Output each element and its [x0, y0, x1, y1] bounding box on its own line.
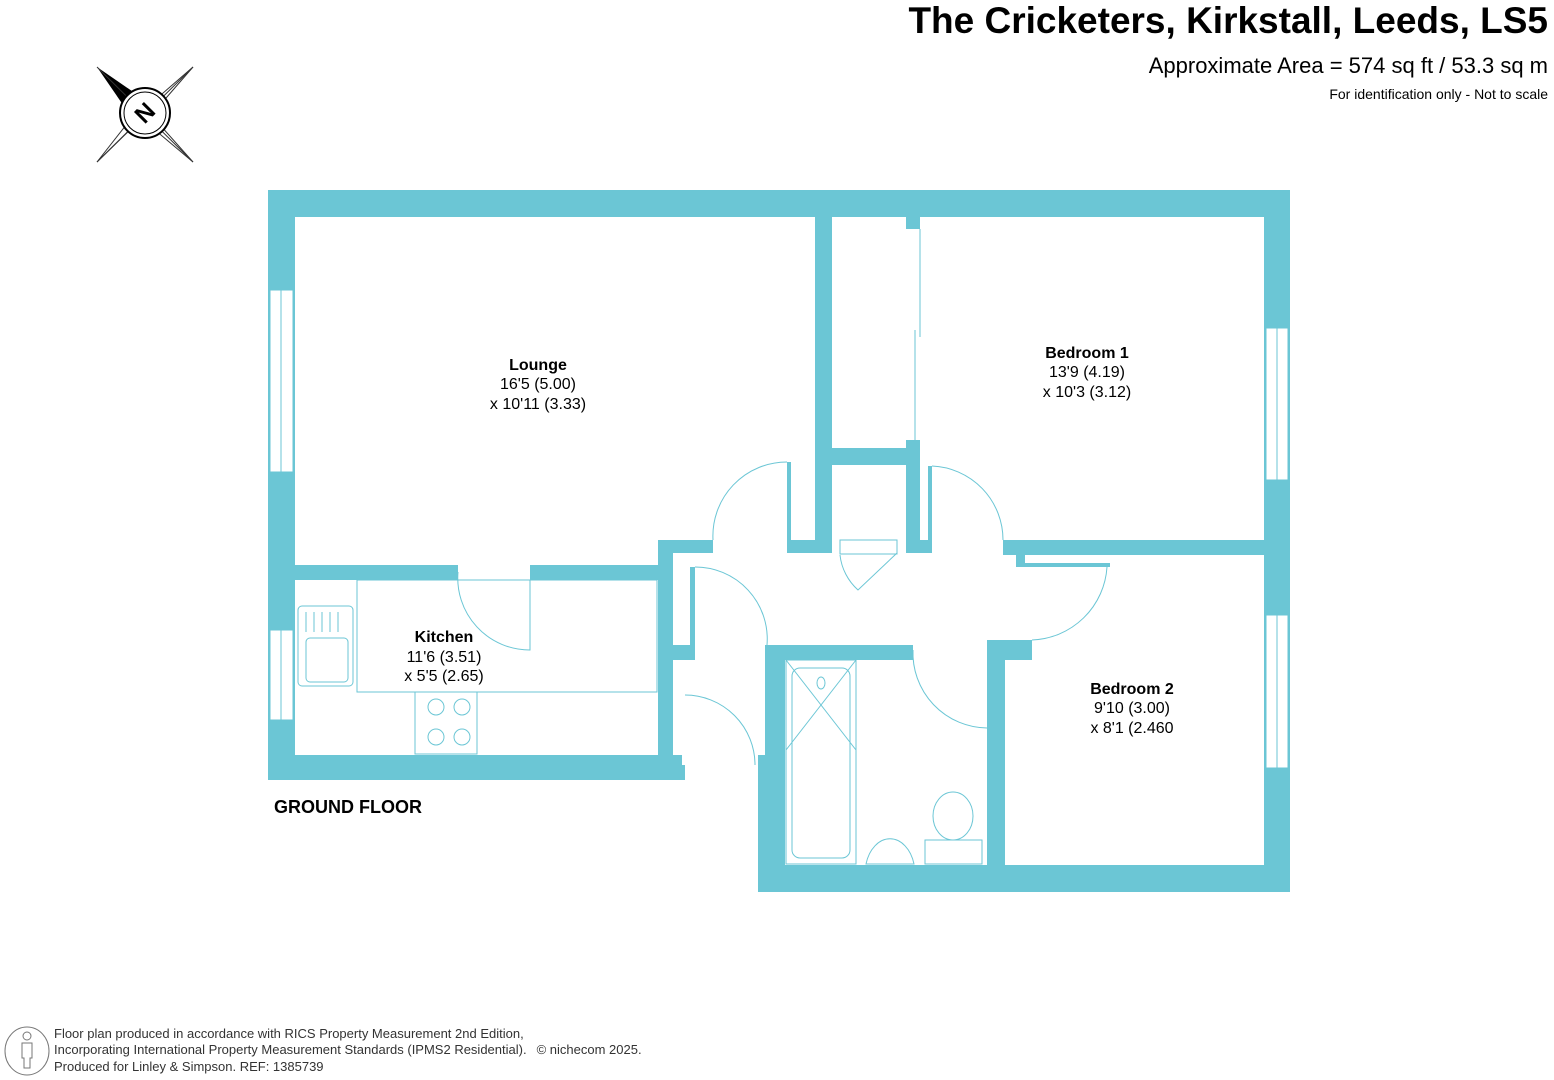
room-name: Kitchen — [415, 629, 474, 646]
copyright: © nichecom 2025. — [536, 1042, 642, 1058]
room-name: Lounge — [509, 357, 567, 374]
room-labels: Lounge 16'5 (5.00) x 10'11 (3.33) Bedroo… — [274, 345, 1174, 817]
fixtures — [297, 579, 983, 865]
room-name: Bedroom 2 — [1090, 681, 1174, 698]
floor-label: GROUND FLOOR — [274, 797, 422, 817]
room-dimension: x 5'5 (2.65) — [404, 668, 484, 685]
room-name: Bedroom 1 — [1045, 345, 1129, 362]
room-dimension: x 8'1 (2.460 — [1090, 720, 1173, 737]
compass-icon: N — [96, 66, 194, 163]
person-icon — [4, 1026, 50, 1076]
room-dimension: x 10'11 (3.33) — [490, 396, 586, 413]
footer: Floor plan produced in accordance with R… — [54, 1026, 642, 1075]
room-dimension: x 10'3 (3.12) — [1043, 384, 1131, 401]
doors — [457, 229, 1108, 766]
room-dimension: 9'10 (3.00) — [1094, 700, 1170, 717]
plan-title: The Cricketers, Kirkstall, Leeds, LS5 — [908, 0, 1548, 41]
room-dimension: 16'5 (5.00) — [500, 376, 576, 393]
windows — [269, 289, 1289, 769]
room-dimension: 13'9 (4.19) — [1049, 364, 1125, 381]
footer-line: Floor plan produced in accordance with R… — [54, 1026, 524, 1041]
footer-line: Incorporating International Property Mea… — [54, 1042, 527, 1058]
disclaimer: For identification only - Not to scale — [1329, 86, 1548, 102]
walls — [268, 190, 1290, 892]
room-dimension: 11'6 (3.51) — [407, 649, 482, 666]
footer-line: Produced for Linley & Simpson. REF: 1385… — [54, 1058, 324, 1074]
approximate-area: Approximate Area = 574 sq ft / 53.3 sq m — [1148, 53, 1548, 78]
